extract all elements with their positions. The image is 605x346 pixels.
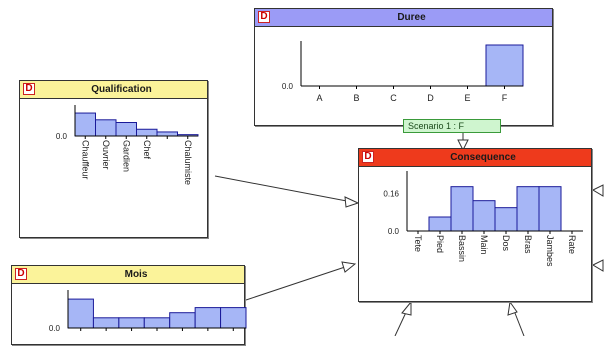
y-tick-label: 0.0 [49,324,61,333]
duree-chart: 0.0A B C D E F [282,41,524,103]
bar [428,216,452,232]
x-tick-label: Main [479,235,489,255]
y-tick-label: 0.16 [383,190,399,199]
x-tick-label: B [353,93,359,103]
x-tick-label: Bassin [457,235,467,262]
decision-badge-icon: D [15,268,27,280]
bar [472,200,496,232]
bar [450,186,474,232]
edge-arrowhead [457,139,469,152]
node-header [12,266,244,284]
bar [118,317,145,329]
bar [95,119,117,137]
edge-arrowhead [507,300,518,316]
edge-arrowhead [344,196,360,208]
bar [485,44,524,87]
x-tick-label: Jambes [545,235,555,267]
bar [538,186,562,232]
x-tick-label: Chalumiste [183,140,193,185]
node-title: Mois [124,269,148,280]
y-tick-label: 0.0 [56,132,68,141]
decision-badge-icon: D [258,11,270,23]
x-tick-label: A [316,93,322,103]
node-mois[interactable]: D Mois 0.0 [11,265,247,345]
bar [194,307,222,329]
bar [494,207,518,232]
bar [74,112,96,137]
x-tick-label: F [502,93,508,103]
node-title: Qualification [91,84,152,95]
bar [92,317,120,329]
decision-badge-icon: D [362,151,374,163]
bar [143,317,171,329]
node-header [255,9,552,27]
bar [516,186,540,232]
x-tick-label: Gardien [121,140,131,172]
bar [156,131,178,137]
mois-chart: 0.0 [49,290,247,333]
y-tick-label: 0.0 [388,227,400,236]
bar [220,307,247,329]
scenario-note: Scenario 1 : F [403,119,501,133]
bar [67,298,94,329]
connection-edges [214,133,604,336]
x-tick-label: Rate [567,235,577,254]
x-tick-label: Chef [142,140,152,160]
bar [136,128,158,137]
x-tick-label: Chauffeur [80,140,90,179]
edge-arrowhead [341,261,357,273]
edge-arrowhead [401,300,412,316]
decision-badge-icon: D [23,83,35,95]
x-tick-label: Ouvrier [101,140,111,170]
edge-mois-consequence [245,265,349,301]
node-header [20,81,207,99]
x-tick-label: D [427,93,434,103]
edge-arrowhead [591,184,604,197]
y-tick-label: 0.0 [282,82,294,91]
edge-qualification-consequence [214,175,353,203]
node-header [359,149,591,167]
node-title: Consequence [450,152,516,163]
x-tick-label: C [390,93,397,103]
x-tick-label: E [464,93,470,103]
node-title: Duree [397,12,426,23]
edge-arrowhead [591,259,604,272]
bar [115,122,137,137]
x-tick-label: Bras [523,235,533,254]
x-tick-label: Pied [435,235,445,253]
x-tick-label: Tete [413,235,423,252]
bar [169,312,196,329]
x-tick-label: Dos [501,235,511,252]
